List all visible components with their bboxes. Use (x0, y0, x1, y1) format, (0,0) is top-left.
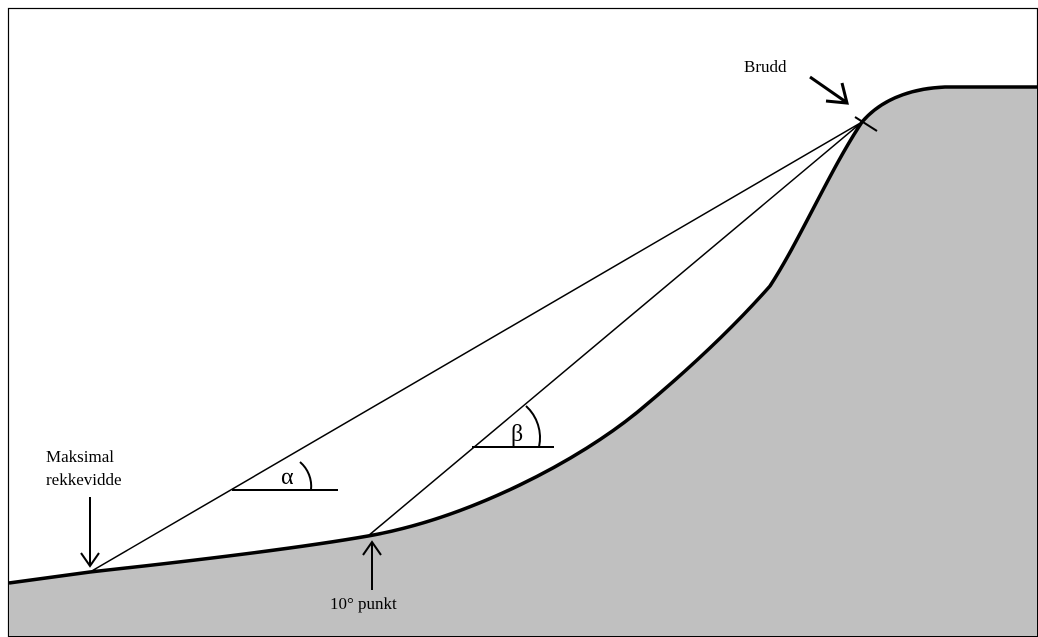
fracture-label: Brudd (744, 57, 787, 76)
fracture-arrow (809, 75, 849, 105)
alpha-symbol: α (281, 464, 294, 490)
max-reach-label-line1: Maksimal (46, 447, 114, 466)
beta-line (367, 121, 863, 537)
ten-degree-point-arrow (362, 540, 382, 590)
ten-degree-point-label: 10° punkt (330, 594, 397, 613)
max-reach-label-line2: rekkevidde (46, 470, 122, 489)
terrain-area (9, 87, 1037, 636)
fracture-tick (854, 116, 878, 132)
beta-symbol: β (511, 421, 523, 447)
max-reach-arrow (80, 497, 100, 568)
alpha-line (89, 121, 863, 573)
alpha-angle-arc (299, 461, 313, 491)
beta-angle-arc (525, 405, 541, 448)
